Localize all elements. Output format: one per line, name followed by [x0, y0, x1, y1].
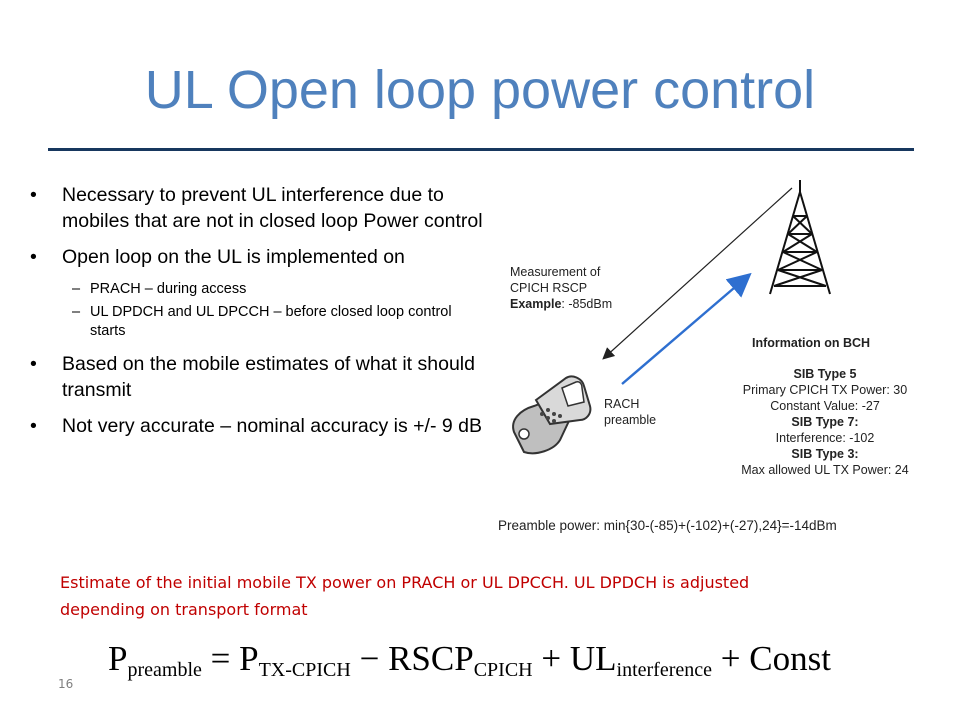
measurement-line1: Measurement of: [510, 265, 601, 279]
downlink-arrow: [602, 187, 793, 360]
sub-bullet-text: PRACH – during access: [90, 281, 247, 297]
sub-bullet-marker: –: [72, 281, 81, 297]
title-divider: [48, 148, 914, 151]
mobile-phone-icon: [512, 375, 592, 455]
formula-operator: +: [532, 639, 570, 678]
uplink-arrow: [621, 272, 752, 385]
bch-info-title-text: Information on BCH: [752, 336, 871, 350]
sib3-line1: Max allowed UL TX Power: 24: [741, 463, 909, 477]
slide-title: UL Open loop power control: [144, 60, 816, 120]
diagram-graphics: [512, 180, 831, 455]
bullet-text: Necessary to prevent UL interference due…: [62, 184, 483, 232]
tower-icon: [769, 180, 831, 295]
rach-line1: RACH: [604, 397, 640, 411]
formula-subscript: preamble: [127, 659, 202, 681]
bullet-marker: •: [30, 246, 37, 268]
sib5-line2: Constant Value: -27: [770, 399, 880, 413]
sib5-title: SIB Type 5: [793, 367, 857, 381]
bullet-item: • Based on the mobile estimates of what …: [30, 351, 490, 403]
formula-term: P: [239, 639, 259, 678]
measurement-label: Measurement of CPICH RSCP Example: -85dB…: [510, 264, 612, 312]
formula-operator: =: [201, 639, 240, 678]
estimate-note: Estimate of the initial mobile TX power …: [60, 573, 750, 619]
formula-term: UL: [569, 639, 617, 678]
bullet-item: • Necessary to prevent UL interference d…: [30, 182, 490, 234]
measurement-example: Example: -85dBm: [510, 296, 612, 312]
bullet-item: • Open loop on the UL is implemented on: [30, 244, 490, 270]
measurement-line2: CPICH RSCP: [510, 281, 588, 295]
formula-subscript: interference: [616, 659, 712, 681]
example-value: : -85dBm: [561, 297, 613, 311]
bullet-marker: •: [30, 184, 37, 206]
sib7-title: SIB Type 7:: [791, 415, 859, 429]
bullet-item: • Not very accurate – nominal accuracy i…: [30, 413, 490, 439]
sub-bullet-marker: –: [72, 304, 81, 320]
rach-line2: preamble: [604, 413, 657, 427]
formula-subscript: TX-CPICH: [258, 659, 351, 681]
bullet-marker: •: [30, 353, 37, 375]
open-loop-diagram: Measurement of CPICH RSCP Example: -85dB…: [496, 170, 936, 550]
rach-label: RACH preamble: [604, 396, 656, 428]
preamble-power-text: Preamble power: min{30-(-85)+(-102)+(-27…: [498, 518, 837, 533]
sub-bullet-text: UL DPDCH and UL DPCCH – before closed lo…: [90, 304, 452, 339]
bullet-list: • Necessary to prevent UL interference d…: [30, 182, 490, 449]
slide-number: 16: [58, 677, 74, 691]
formula-term: P: [108, 639, 128, 678]
bullet-text: Based on the mobile estimates of what it…: [62, 353, 475, 401]
sib5-line1: Primary CPICH TX Power: 30: [742, 383, 908, 397]
bch-info-title: Information on BCH: [752, 335, 870, 351]
bullet-text: Open loop on the UL is implemented on: [62, 246, 405, 268]
sib3-title: SIB Type 3:: [791, 447, 859, 461]
formula-term: Const: [749, 639, 831, 678]
preamble-power-formula: Ppreamble = PTX-CPICH − RSCPCPICH + ULin…: [108, 634, 831, 684]
formula-term: RSCP: [388, 639, 474, 678]
formula-subscript: CPICH: [473, 659, 533, 681]
formula-operator: +: [712, 639, 750, 678]
sub-bullet-item: – PRACH – during access: [30, 280, 490, 299]
formula-operator: −: [350, 639, 389, 678]
sub-bullet-item: – UL DPDCH and UL DPCCH – before closed …: [30, 303, 490, 341]
example-label: Example: [510, 297, 562, 311]
sib-info-block: SIB Type 5 Primary CPICH TX Power: 30 Co…: [728, 366, 922, 478]
bullet-marker: •: [30, 415, 37, 437]
sib7-line1: Interference: -102: [775, 431, 875, 445]
bullet-text: Not very accurate – nominal accuracy is …: [62, 415, 482, 437]
